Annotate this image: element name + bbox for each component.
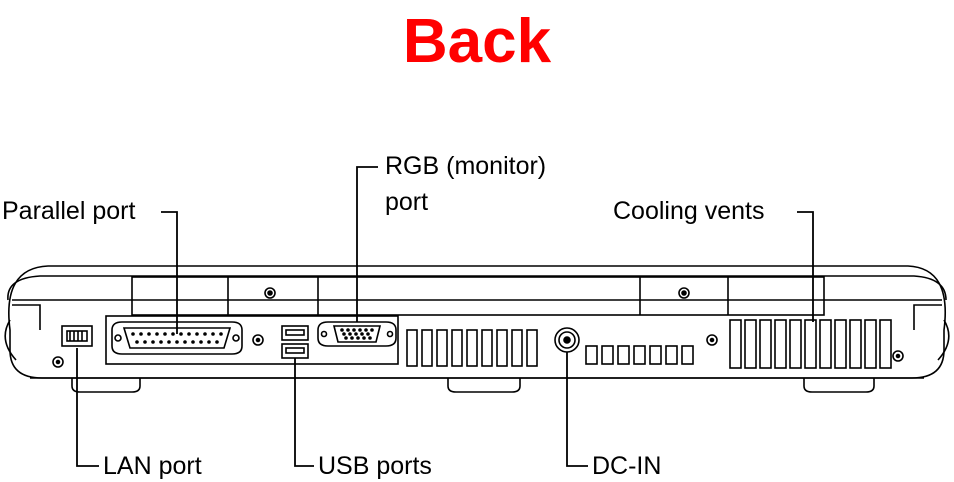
- label-rgb-port-line1: RGB (monitor): [385, 152, 547, 180]
- screws: [52, 334, 904, 368]
- leader-dc-in: [566, 352, 588, 467]
- rgb-monitor-port: [317, 321, 397, 347]
- leader-rgb-port: [356, 166, 378, 322]
- dc-in-jack: [554, 327, 580, 353]
- leader-usb-ports: [294, 358, 314, 467]
- port-panel: [105, 315, 399, 365]
- cooling-vents: [729, 319, 892, 369]
- hinge-block: [131, 276, 825, 316]
- laptop-body: [4, 265, 950, 379]
- usb-ports: [281, 325, 309, 359]
- label-parallel-port: Parallel port: [2, 197, 136, 225]
- leader-cooling-vents: [797, 211, 814, 322]
- label-lan-port: LAN port: [103, 452, 202, 480]
- lan-port: [61, 325, 93, 347]
- label-rgb-port-line2: port: [385, 188, 429, 216]
- diagram-title: Back: [402, 7, 552, 76]
- parallel-port: [111, 321, 243, 355]
- leader-parallel-port: [161, 211, 178, 334]
- vents-left: [406, 329, 538, 367]
- label-cooling-vents: Cooling vents: [613, 197, 765, 225]
- label-dc-in: DC-IN: [592, 452, 662, 480]
- vents-middle: [585, 345, 694, 365]
- leader-lines: [76, 166, 814, 467]
- leader-lan-port: [76, 348, 99, 467]
- label-usb-ports: USB ports: [318, 452, 432, 480]
- laptop-feet: [71, 378, 875, 393]
